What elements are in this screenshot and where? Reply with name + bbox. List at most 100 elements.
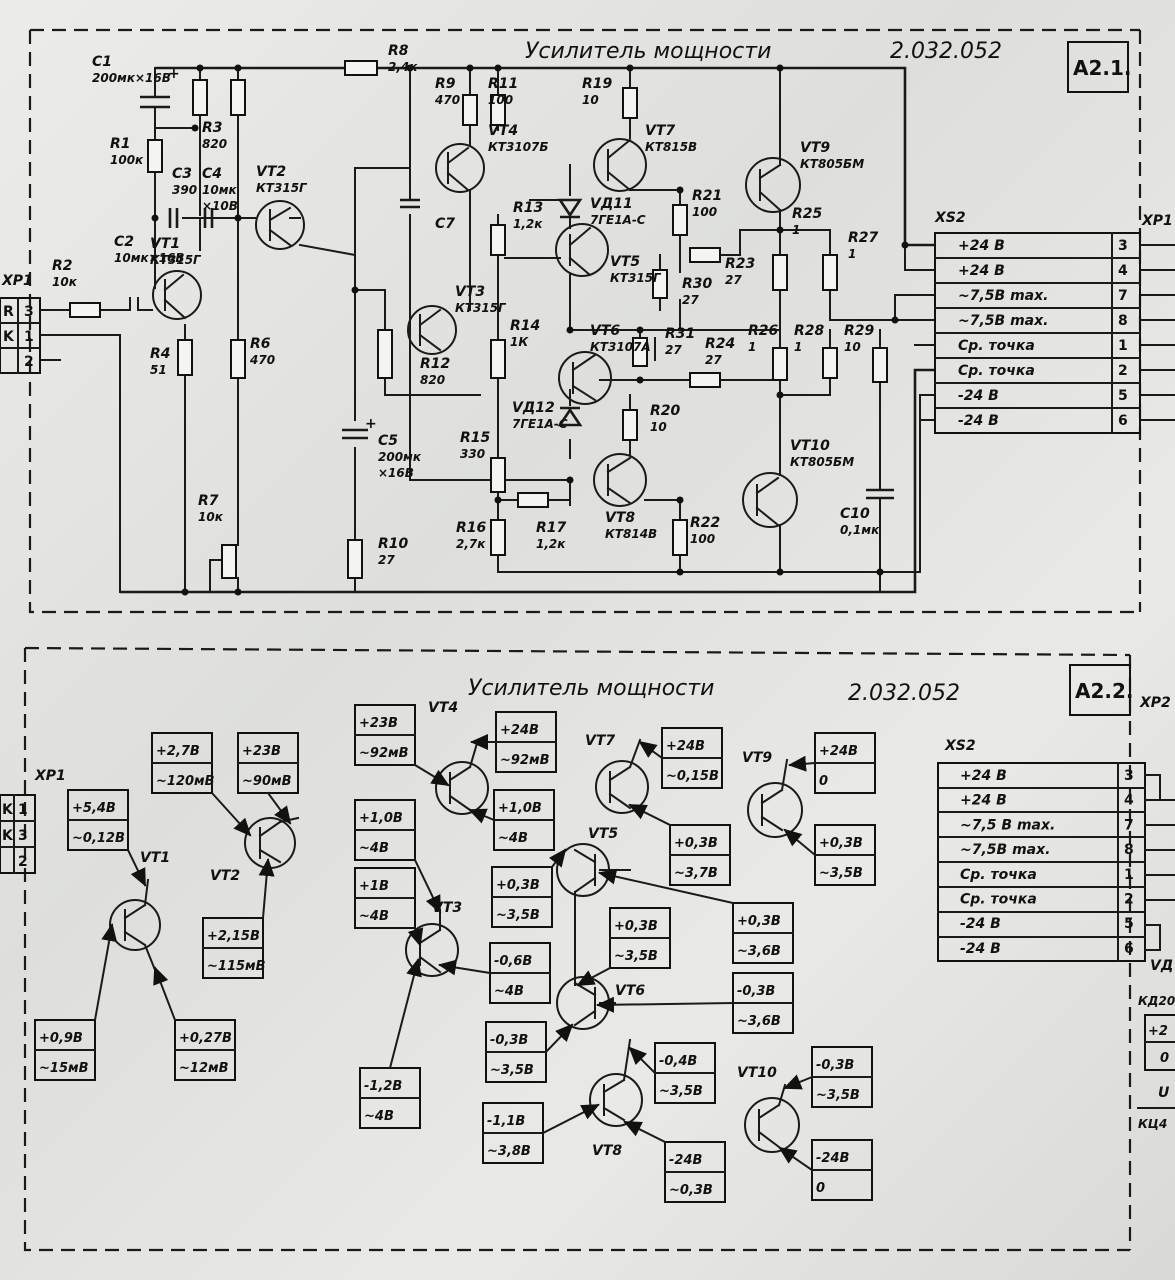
sheet1-c1-label: 200мк×16В (92, 71, 171, 85)
reading-arrow (778, 1146, 814, 1172)
sheet1-r11-label: R11 (488, 76, 518, 92)
sheet1-vd11-label: VД11 (590, 196, 633, 212)
sheet1-c4-label: 10мк (202, 183, 238, 197)
sheet1-r15-label: R15 (460, 430, 491, 446)
reading-ac: 0 (819, 774, 828, 789)
reading-ac: ~3,6В (737, 944, 781, 959)
reading-dc: +0,3В (496, 878, 540, 893)
reading-ac: ~92мВ (359, 746, 409, 761)
sheet1-vt4-label: КТ3107Б (488, 140, 549, 154)
sheet1-r9-label: 470 (434, 93, 460, 107)
reading-dc: -0,6В (494, 954, 532, 969)
sheet1-r24-label: R24 (705, 336, 735, 352)
sheet1-xs2-row-label: Ср. точка (958, 363, 1035, 379)
sheet2-xs2-row-pin: 2 (1124, 892, 1134, 908)
sheet1-vt3-label: VT3 (455, 284, 485, 300)
sheet2-xs2-row-pin: 3 (1124, 768, 1134, 784)
sheet2-xp1-pin-3: 2 (18, 854, 28, 870)
sheet1-vt6-label: VT6 (590, 323, 620, 339)
reading-arrow (783, 1074, 814, 1090)
reading-ac: ~12мВ (179, 1061, 229, 1076)
reading-arrow (258, 858, 275, 920)
sheet1-r10-label: R10 (378, 536, 409, 552)
sheet1-vt3-label: КТ315Г (455, 301, 507, 315)
sheet1-c10-label: 0,1мк (840, 523, 880, 537)
sheet1-xs2-row-pin: 8 (1118, 313, 1128, 329)
sheet1-xp1-pin-3: 2 (24, 354, 34, 370)
sheet1-r7-label: R7 (198, 493, 219, 509)
sheet1-r19-label: 10 (582, 93, 599, 107)
reading-ac: ~3,5В (819, 866, 863, 881)
sheet1-c7-label: C7 (435, 216, 455, 232)
sheet2-vt1-label: VT1 (140, 850, 170, 866)
sheet1-r6-label: R6 (250, 336, 271, 352)
reading-arrow (93, 923, 118, 1022)
sheet1-xp1-right-label: XP1 (1141, 213, 1173, 229)
sheet2-frame (23, 646, 1132, 1252)
sheet2-vt6-label: VT6 (615, 983, 645, 999)
reading-ac: ~0,12В (72, 831, 125, 846)
reading-dc: +1В (359, 879, 389, 894)
sheet1-r30-label: R30 (682, 276, 713, 292)
reading-dc: +5,4В (72, 801, 116, 816)
reading-ac: ~3,5В (614, 949, 658, 964)
sheet1-xs2-row-pin: 1 (1118, 338, 1128, 354)
reading-ac: ~3,5В (490, 1063, 534, 1078)
sheet1-ref: A2.1. (1073, 56, 1132, 80)
sheet1-r28-label: R28 (794, 323, 825, 339)
sheet2-transistors (109, 738, 803, 1153)
sheet1-r27-label: R27 (848, 230, 879, 246)
reading-ac: ~4В (359, 841, 389, 856)
sheet1-vt9-label: VT9 (800, 140, 830, 156)
sheet1-r2-label: 10к (52, 275, 78, 289)
reading-ac: ~92мВ (500, 753, 550, 768)
reading-arrow (438, 959, 492, 976)
sheet1-xs2-row-label: Ср. точка (958, 338, 1035, 354)
sheet2-vt3-label: VT3 (432, 900, 462, 916)
sheet1-xs2-label: XS2 (934, 210, 966, 226)
reading-dc: +2,7В (156, 744, 200, 759)
sheet1-vt8-label: КТ814В (605, 527, 657, 541)
reading-arrow (266, 791, 292, 825)
sheet1-xs2-row-pin: 3 (1118, 238, 1128, 254)
sheet2-number: 2.032.052 (848, 681, 960, 706)
reading-ac: ~3,8В (487, 1144, 531, 1159)
sheet2-fragment-v2: 0 (1160, 1051, 1169, 1066)
sheet1-r26-label: 1 (748, 340, 756, 354)
sheet1-number: 2.032.052 (890, 39, 1002, 64)
sheet2-xp2-label: XP2 (1139, 695, 1171, 711)
reading-ac: ~3,7В (674, 866, 718, 881)
reading-dc: -0,4В (659, 1054, 697, 1069)
reading-dc: +23В (359, 716, 398, 731)
svg-text:+: + (168, 66, 180, 82)
sheet1-r1-label: R1 (110, 136, 131, 152)
reading-dc: +1,0В (359, 811, 403, 826)
sheet1-xs2-row-pin: 7 (1118, 288, 1128, 304)
reading-arrow (638, 740, 664, 760)
reading-ac: ~3,6В (737, 1014, 781, 1029)
sheet1-vt4-label: VT4 (488, 123, 518, 139)
reading-ac: ~4В (494, 984, 524, 999)
sheet1-r23-label: 27 (725, 273, 742, 287)
sheet1-r9-label: R9 (435, 76, 456, 92)
reading-dc: +0,27В (179, 1031, 232, 1046)
sheet2-xp1-side-1: K (2, 802, 14, 818)
sheet1-r20-label: R20 (650, 403, 681, 419)
sheet2-readings: +5,4В~0,12В+0,9В~15мВ+0,27В~12мВ+2,7В~12… (34, 704, 876, 1203)
sheet1-r11-label: 100 (488, 93, 513, 107)
sheet1-c10-label: C10 (840, 506, 870, 522)
sheet1-c4-label: C4 (202, 166, 222, 182)
reading-arrow (388, 958, 422, 1070)
sheet2-fragment-v1: +2 (1148, 1024, 1168, 1039)
sheet2-fragment-kd: КД20 (1138, 994, 1175, 1008)
sheet1-r12-label: 820 (420, 373, 445, 387)
sheet1-r14-label: 1К (510, 335, 529, 349)
reading-dc: -24В (816, 1151, 849, 1166)
sheet1-r2-label: R2 (52, 258, 73, 274)
sheet1-r4-label: R4 (150, 346, 171, 362)
reading-dc: -0,3В (490, 1033, 528, 1048)
sheet1-transistors (152, 138, 801, 528)
sheet2-xs2-row-label: +24 В (960, 768, 1007, 784)
